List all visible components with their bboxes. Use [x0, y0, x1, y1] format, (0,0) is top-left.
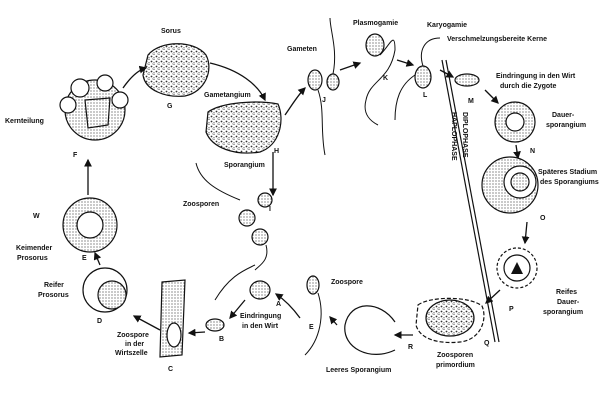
label-wirtszelle-2: in der [125, 341, 144, 348]
letter-k: K [383, 75, 388, 82]
label-eindringung-1: Eindringung [240, 313, 281, 320]
karyogamie [394, 37, 441, 121]
letter-n: N [530, 148, 535, 155]
label-primordium-1: Zoosporen [437, 352, 473, 359]
label-eindringung-2: in den Wirt [242, 323, 279, 330]
letter-e2: E [82, 255, 87, 262]
label-kernteilung: Kernteilung [5, 118, 44, 125]
diplophase-label: DIPLOPHASE [461, 112, 468, 158]
zoospore-e [304, 275, 322, 356]
kernteilung-cell-cluster [59, 74, 129, 141]
reifes-dauersporangium [496, 247, 538, 289]
label-keimender-2: Prosorus [17, 255, 48, 262]
cycle-arrows [84, 59, 530, 339]
keimender-prosorus [62, 197, 118, 253]
label-primordium-2: primordium [436, 362, 475, 369]
zygote [454, 73, 480, 87]
letter-f: F [73, 152, 78, 159]
letter-m: M [468, 98, 474, 105]
label-reifes-2: Dauer- [557, 299, 580, 306]
label-plasmogamie: Plasmogamie [353, 20, 398, 27]
label-dauer-1: Dauer- [552, 112, 575, 119]
dauersporangium [494, 101, 536, 143]
zoospore-a [249, 280, 271, 300]
phase-divider [441, 59, 500, 343]
spaeteres-stadium [481, 156, 539, 214]
letter-w: W [33, 213, 40, 220]
letter-p: P [509, 306, 514, 313]
letter-g: G [167, 103, 173, 110]
haplophase-label: HAPLOPHASE [450, 112, 457, 161]
label-zoosporen: Zoosporen [183, 201, 219, 208]
label-wirtszelle-3: Wirtszelle [115, 350, 148, 357]
leeres-sporangium [344, 305, 396, 355]
label-eindringung-zygote-1: Eindringung in den Wirt [496, 73, 576, 80]
gametangium-cell [205, 101, 282, 154]
reifer-prosorus [82, 267, 128, 313]
zoosporen-primordium [415, 297, 485, 344]
label-reifer-1: Reifer [44, 282, 64, 289]
zoospore-b [205, 318, 225, 332]
gameten [307, 17, 340, 156]
letter-r: R [408, 344, 413, 351]
letter-a: A [276, 301, 281, 308]
label-karyogamie: Karyogamie [427, 22, 467, 29]
label-sporangium: Sporangium [224, 162, 265, 169]
label-dauer-2: sporangium [546, 122, 586, 129]
label-reifes-1: Reifes [556, 289, 577, 296]
letter-l: L [423, 92, 428, 99]
letter-h: H [274, 148, 279, 155]
label-gameten: Gameten [287, 46, 317, 53]
letter-c: C [168, 366, 173, 373]
label-kerne: Verschmelzungsbereite Kerne [447, 36, 547, 43]
sorus-cell [142, 43, 210, 97]
label-leeres: Leeres Sporangium [326, 367, 391, 374]
letter-j: J [322, 97, 326, 104]
letter-q: Q [484, 340, 490, 347]
letter-b: B [219, 336, 224, 343]
label-eindringung-zygote-2: durch die Zygote [500, 83, 557, 90]
label-gametangium: Gametangium [204, 92, 251, 99]
plasmogamie [364, 33, 396, 126]
label-spaeter-1: Späteres Stadium [538, 169, 597, 176]
letter-o: O [540, 215, 546, 222]
wirtszelle [159, 279, 186, 358]
label-keimender-1: Keimender [16, 245, 52, 252]
letter-d: D [97, 318, 102, 325]
label-sorus: Sorus [161, 28, 181, 35]
label-wirtszelle-1: Zoospore [117, 332, 149, 339]
label-spaeter-2: des Sporangiums [540, 179, 599, 186]
letter-e: E [309, 324, 314, 331]
letter-i: I [269, 206, 271, 213]
label-reifer-2: Prosorus [38, 292, 69, 299]
zoosporen-group [195, 162, 273, 301]
label-reifes-3: sporangium [543, 309, 583, 316]
label-zoospore-e: Zoospore [331, 279, 363, 286]
